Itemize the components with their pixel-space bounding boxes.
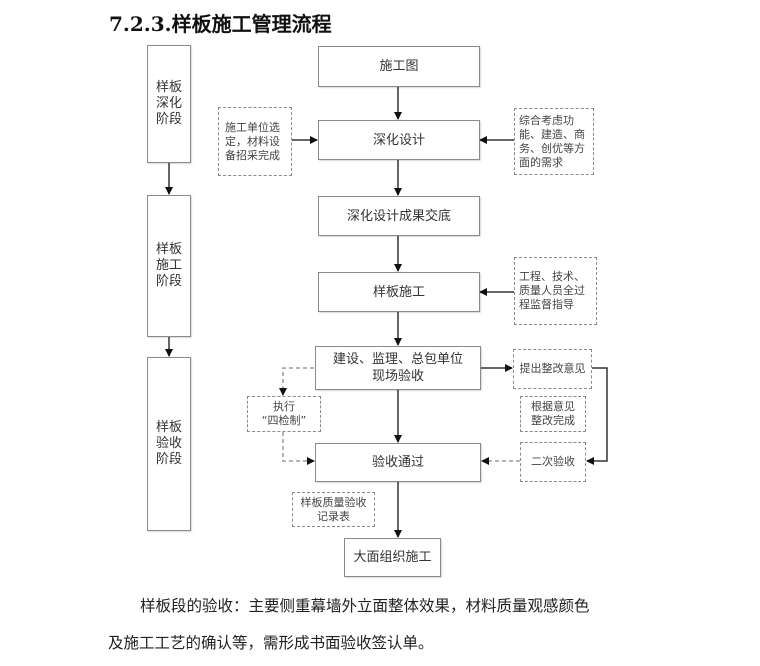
note-rectification-done: 根据意见 整改完成 xyxy=(520,396,586,432)
note-rectification-opinion: 提出整改意见 xyxy=(513,349,592,389)
note-unit-selection-label: 施工单位选 定，材料设 备招采完成 xyxy=(225,120,280,162)
node-detailed-design: 深化设计 xyxy=(318,120,480,160)
note-design-considerations: 综合考虑功 能、建造、商 务、创优等方 面的需求 xyxy=(514,108,594,175)
stage-construction-label: 样板 施工 阶段 xyxy=(155,242,182,289)
dashed-four-check-to-passed xyxy=(282,432,315,465)
note-supervision: 工程、技术、 质量人员全过 程监督指导 xyxy=(514,257,597,325)
note-acceptance-record: 样板质量验收 记录表 xyxy=(292,492,375,527)
note-second-acceptance: 二次验收 xyxy=(520,442,586,482)
node-design-handover-label: 深化设计成果交底 xyxy=(346,208,451,224)
note-four-inspection-label: 执行 “四检制” xyxy=(261,400,307,427)
note-four-inspection: 执行 “四检制” xyxy=(247,396,321,432)
node-detailed-design-label: 深化设计 xyxy=(372,132,425,148)
section-heading: 7.2.3.样板施工管理流程 xyxy=(109,12,332,36)
node-construction-drawing-label: 施工图 xyxy=(379,59,419,74)
node-construction-drawing: 施工图 xyxy=(318,46,480,87)
stage-acceptance-label: 样板 验收 阶段 xyxy=(155,420,182,467)
paragraph-line-2: 及施工工艺的确认等，需形成书面验收签认单。 xyxy=(108,634,434,652)
node-site-acceptance: 建设、监理、总包单位 现场验收 xyxy=(315,346,481,390)
node-acceptance-passed-label: 验收通过 xyxy=(371,455,424,470)
note-unit-selection: 施工单位选 定，材料设 备招采完成 xyxy=(218,107,292,176)
stage-deepening: 样板 深化 阶段 xyxy=(147,45,191,163)
note-acceptance-record-label: 样板质量验收 记录表 xyxy=(300,495,367,523)
stage-construction: 样板 施工 阶段 xyxy=(147,195,191,337)
paragraph-line-1: 样板段的验收：主要侧重幕墙外立面整体效果，材料质量观感颜色 xyxy=(140,597,590,615)
node-sample-construction: 样板施工 xyxy=(318,272,480,312)
note-supervision-label: 工程、技术、 质量人员全过 程监督指导 xyxy=(519,270,585,311)
arrow-opinion-to-second xyxy=(586,367,608,465)
note-rectification-opinion-label: 提出整改意见 xyxy=(519,362,586,375)
node-sample-construction-label: 样板施工 xyxy=(372,284,425,300)
stage-deepening-label: 样板 深化 阶段 xyxy=(155,80,182,127)
node-mass-construction-label: 大面组织施工 xyxy=(353,550,432,565)
stage-acceptance: 样板 验收 阶段 xyxy=(147,357,191,531)
node-acceptance-passed: 验收通过 xyxy=(315,443,481,482)
note-rectification-done-label: 根据意见 整改完成 xyxy=(531,400,575,427)
node-site-acceptance-label: 建设、监理、总包单位 现场验收 xyxy=(332,352,463,384)
node-mass-construction: 大面组织施工 xyxy=(344,538,441,577)
note-second-acceptance-label: 二次验收 xyxy=(531,455,575,468)
note-design-considerations-label: 综合考虑功 能、建造、商 务、创优等方 面的需求 xyxy=(519,113,585,169)
node-design-handover: 深化设计成果交底 xyxy=(318,196,480,236)
dashed-acceptance-to-four-check xyxy=(279,367,314,396)
